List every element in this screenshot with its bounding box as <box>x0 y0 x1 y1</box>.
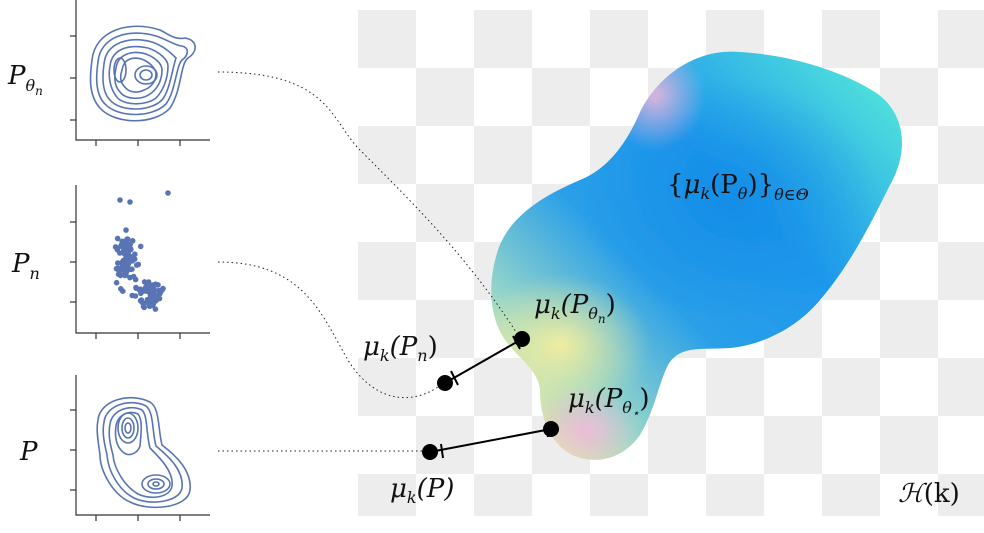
scatter-point <box>155 282 161 288</box>
label-mu-P: μk(P) <box>390 474 454 507</box>
axes <box>70 0 210 146</box>
panel-Pn: Pn <box>11 185 210 339</box>
scatter-point <box>137 243 144 250</box>
scatter-point <box>120 288 126 295</box>
panel-P: P <box>19 375 210 521</box>
scatter-point <box>115 271 122 278</box>
scatter-point <box>113 279 120 286</box>
point-mu-Pn <box>437 375 453 391</box>
scatter-point <box>113 265 120 272</box>
scatter-point <box>132 251 138 257</box>
scatter-point <box>151 292 158 299</box>
scatter-point <box>124 241 130 248</box>
scatter-point <box>132 293 139 299</box>
scatter-point <box>145 279 152 285</box>
manifold-label: {μk(Pθ)}θ∈Θ <box>667 170 809 204</box>
connector-theta-n <box>217 71 521 339</box>
scatter-point <box>157 290 163 297</box>
label-mu-Pn: μk(Pn) <box>363 332 438 365</box>
point-mu-theta-n <box>514 331 530 347</box>
svg-text:Pn: Pn <box>11 249 40 283</box>
contour-plot-icon <box>89 25 196 122</box>
point-mu-theta-star <box>543 421 559 437</box>
scatter-point <box>123 227 129 233</box>
scatter-point <box>165 190 171 196</box>
scatter-point <box>131 256 138 262</box>
scatter-point <box>152 306 159 312</box>
scatter-point <box>141 279 148 285</box>
scatter-point <box>114 246 121 253</box>
scatter-point <box>132 276 139 283</box>
scatter-point <box>138 297 145 303</box>
rkhs-label: ℋ(k) <box>898 479 960 509</box>
scatter-point <box>153 298 159 304</box>
label-mu-theta-star: μk(Pθ⋆) <box>568 384 650 420</box>
scatter-point <box>114 235 121 242</box>
scatter-plot-icon <box>112 190 171 312</box>
svg-text:Pθn: Pθn <box>7 61 43 98</box>
scatter-point <box>117 197 123 203</box>
contour-plot-icon <box>96 396 191 509</box>
axes <box>70 375 210 521</box>
scatter-point <box>143 287 149 294</box>
scatter-point <box>127 199 133 205</box>
scatter-point <box>129 266 135 273</box>
scatter-point <box>119 241 125 248</box>
scatter-point <box>135 261 142 268</box>
scatter-point <box>148 299 155 306</box>
point-mu-P <box>422 444 438 460</box>
scatter-point <box>136 287 143 293</box>
label-mu-theta-n: μk(Pθn) <box>534 290 616 326</box>
panel-P-theta-n: Pθn <box>7 0 210 146</box>
scatter-point <box>118 260 125 266</box>
svg-text:P: P <box>19 437 38 467</box>
scatter-point <box>160 285 166 292</box>
axes <box>70 185 210 339</box>
scatter-point <box>126 254 132 261</box>
